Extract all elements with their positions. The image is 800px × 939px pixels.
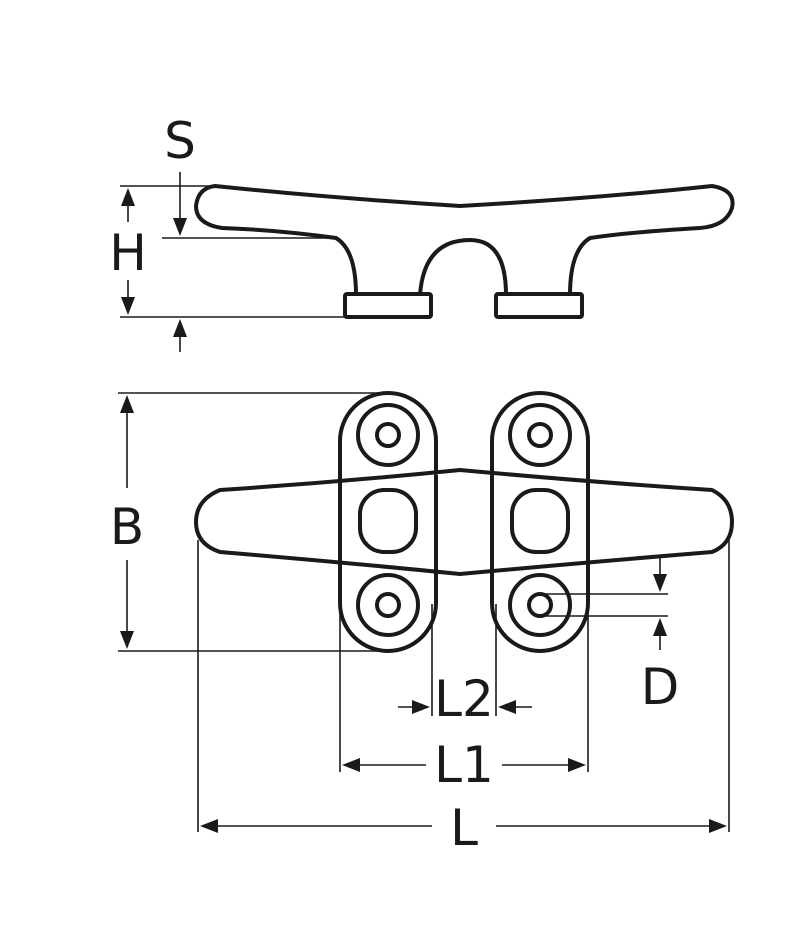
dimension-d: D <box>545 558 679 716</box>
left-top-hole-inner <box>375 422 401 448</box>
s-arrow-top <box>173 218 187 236</box>
dimension-s: S <box>162 112 336 352</box>
dimension-b: B <box>110 392 388 652</box>
l2-arrow-right <box>498 700 516 714</box>
s-arrow-bottom <box>173 319 187 337</box>
l-arrow-right <box>709 819 727 833</box>
left-bottom-hole-inner <box>375 592 401 618</box>
l1-arrow-right <box>568 758 586 772</box>
right-bottom-hole-outer <box>508 573 572 637</box>
l1-arrow-left <box>342 758 360 772</box>
right-center-slot <box>510 488 570 554</box>
side-view-left-foot <box>343 292 433 319</box>
d-arrow-bottom <box>653 618 667 636</box>
label-l: L <box>450 799 478 857</box>
dimension-l: L <box>197 540 730 857</box>
label-l2: L2 <box>434 670 494 728</box>
h-arrow-bottom <box>121 297 135 315</box>
side-view-horn-outline <box>194 184 735 297</box>
dimension-l1: L1 <box>339 604 589 794</box>
d-arrow-top <box>653 574 667 592</box>
b-arrow-top <box>120 395 134 413</box>
label-s: S <box>164 112 196 170</box>
label-d: D <box>641 658 680 716</box>
right-top-hole-outer <box>508 403 572 467</box>
left-bottom-hole-outer <box>356 573 420 637</box>
cleat-top-view <box>194 391 734 653</box>
label-h: H <box>109 224 147 282</box>
l-arrow-left <box>200 819 218 833</box>
side-view-right-foot <box>494 292 584 319</box>
label-b: B <box>110 498 144 556</box>
label-l1: L1 <box>434 736 494 794</box>
right-bottom-hole-inner <box>527 592 553 618</box>
left-top-hole-outer <box>356 403 420 467</box>
l2-arrow-left <box>412 700 430 714</box>
b-arrow-bottom <box>120 631 134 649</box>
top-view-horn-outline <box>194 468 734 576</box>
h-arrow-top <box>121 188 135 206</box>
left-center-slot <box>358 488 418 554</box>
right-top-hole-inner <box>527 422 553 448</box>
dimension-l2: L2 <box>398 604 532 728</box>
dimension-h: H <box>109 185 345 318</box>
cleat-side-view <box>194 184 735 319</box>
